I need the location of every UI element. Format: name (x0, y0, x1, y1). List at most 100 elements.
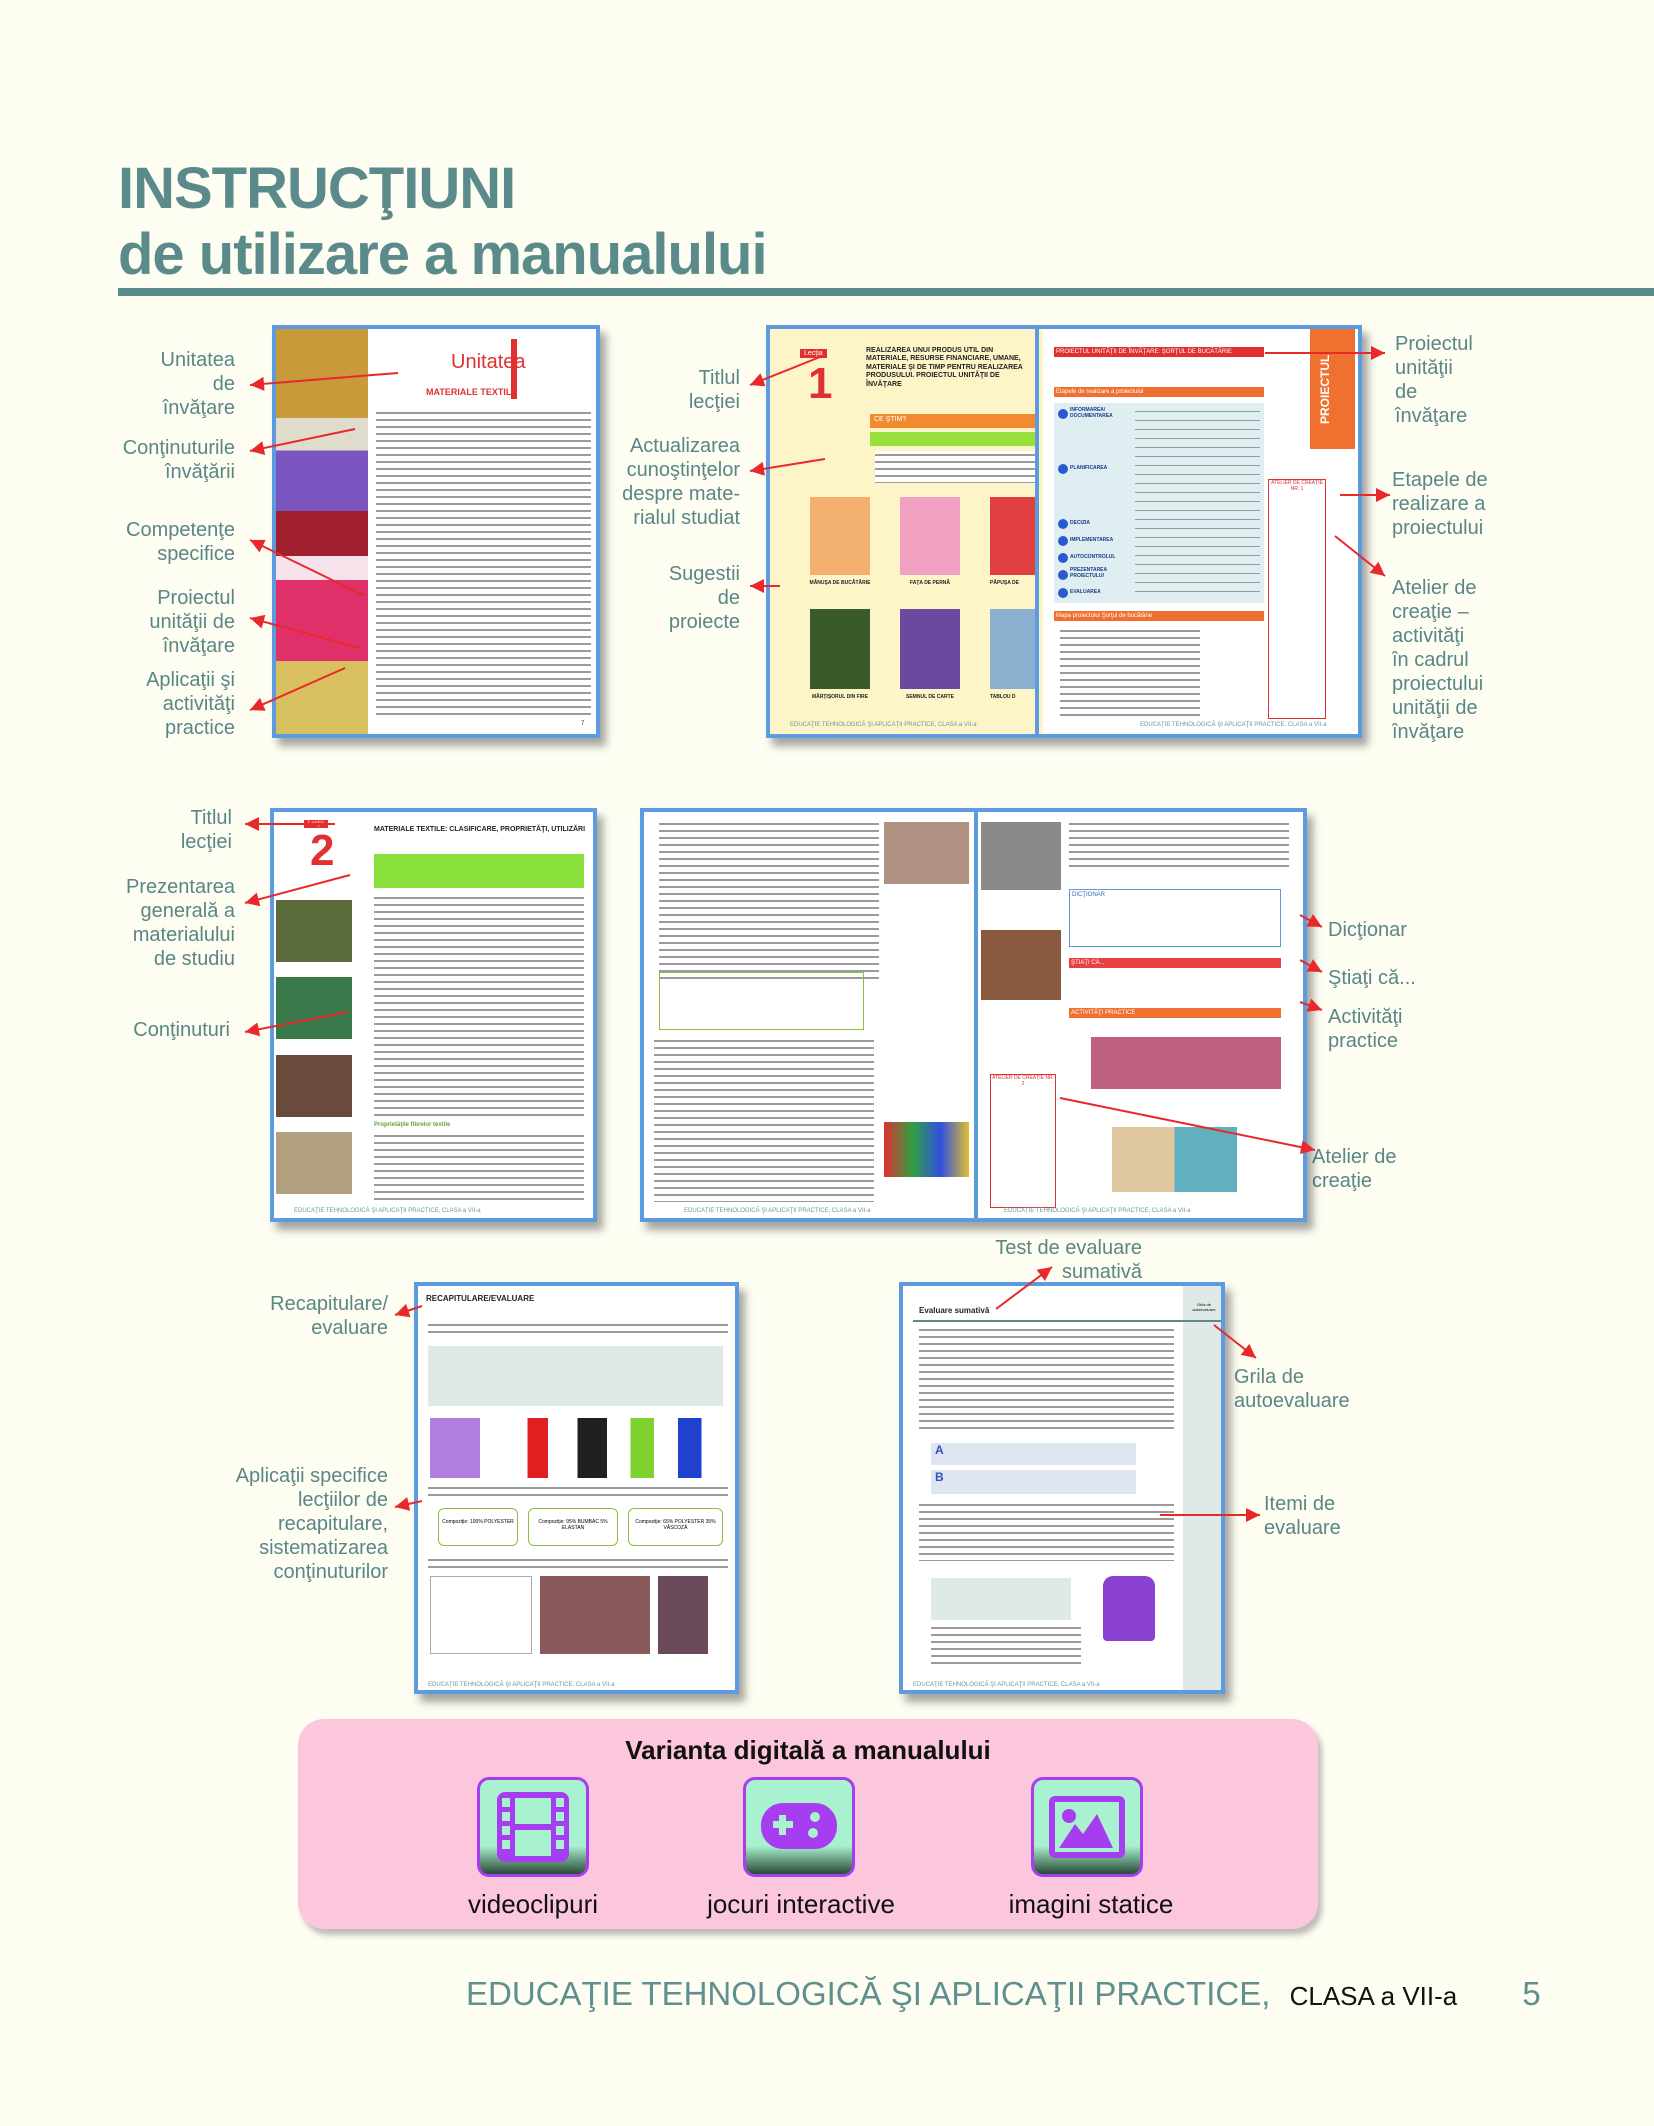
label-aplicatii: Aplicaţii şi activităţi practice (146, 669, 235, 739)
mapa-text (1060, 627, 1200, 717)
recap-text (428, 1321, 728, 1335)
project-photo (810, 609, 870, 689)
project-caption: MĂRŢIŞORUL DIN FIRE (811, 694, 869, 700)
lesson-number: 2 (310, 826, 335, 875)
evaluare-text (919, 1326, 1174, 1431)
label-prezentarea: Prezentarea generală a materialului de s… (126, 876, 235, 970)
unit-subtitle: MATERIALE TEXTILE (426, 387, 518, 397)
footer-class: CLASA a VII-a (1289, 1981, 1458, 2011)
footer-subject: EDUCAŢIE TEHNOLOGICĂ ŞI APLICAŢII PRACTI… (466, 1975, 1271, 2012)
step-label: PREZENTAREA PROIECTULUI (1070, 567, 1107, 579)
arrowhead-icon (1240, 1343, 1256, 1358)
arrowhead-icon (395, 1497, 411, 1511)
page-evaluare: Grila de autoevaluare Evaluare sumativă … (899, 1282, 1225, 1694)
digital-title: Varianta digitală a manualului (625, 1735, 991, 1765)
arrowhead-icon (250, 697, 266, 711)
label-proiectul-left: Proiectul unităţii de învăţare (149, 587, 235, 657)
title-rule (118, 288, 1654, 296)
step-label: PLANIFICAREA (1070, 465, 1108, 471)
grila-heading: Grila de autoevaluare (1192, 1302, 1216, 1312)
dictionar-box: DICŢIONAR (1069, 889, 1281, 947)
ce-stim-bar: CE ŞTIM? (870, 414, 1035, 428)
weaving-photo (981, 930, 1061, 1000)
silkworm-photo (884, 822, 969, 884)
gamepad-icon[interactable] (743, 1777, 855, 1877)
evaluare-text (919, 1501, 1174, 1561)
box-b: B (931, 1470, 1136, 1494)
lesson-badge: Lecţia (800, 349, 827, 358)
composition-label: Compoziţie: 100% POLYESTER (438, 1508, 518, 1546)
label-sugestii: Sugestii de proiecte (668, 563, 740, 633)
digital-label-jocuri[interactable]: jocuri interactive (707, 1889, 895, 1919)
callout-arrow (249, 372, 399, 386)
project-caption: FAŢA DE PERNĂ (909, 580, 951, 586)
page-11-12-spread: DICŢIONAR ŞTIAŢI CĂ... ACTIVITĂŢI PRACTI… (640, 808, 1307, 1222)
spinning-photo (981, 822, 1061, 890)
callout-arrow (244, 1011, 349, 1033)
label-itemi: Itemi de evaluare (1264, 1493, 1341, 1539)
callout-arrow (249, 539, 366, 597)
arrowhead-icon (1376, 488, 1390, 502)
image-icon[interactable] (1031, 1777, 1143, 1877)
step-label: DECIZIA (1070, 520, 1090, 526)
step-label: AUTOCONTROLUL (1070, 554, 1116, 560)
box-a: A (931, 1443, 1136, 1465)
cotton-photo (276, 900, 352, 962)
label-grila: Grila de autoevaluare (1234, 1366, 1350, 1412)
lesson-text (374, 1132, 584, 1202)
step-label: INFORMAREA/ DOCUMENTAREA (1070, 407, 1113, 419)
label-atelier1: Atelier de creaţie – activităţi în cadru… (1392, 577, 1484, 743)
arrowhead-icon (1299, 1140, 1315, 1155)
page-footer: EDUCAŢIE TEHNOLOGICĂ ŞI APLICAŢII PRACTI… (684, 1208, 871, 1214)
step-label: EVALUAREA (1070, 589, 1101, 595)
project-caption: TABLOU D (990, 694, 1016, 700)
arrowhead-icon (1246, 1508, 1260, 1522)
page11-text (654, 1037, 874, 1202)
mask-sketch (430, 1576, 532, 1654)
mapa-bar: Mapa proiectului Şorţul de bucătărie (1054, 611, 1264, 621)
label-continuturi: Conţinuturi (133, 1019, 230, 1041)
unit-number-bar (511, 339, 517, 399)
composition-label: Compoziţie: 95% BUMBAC 5% ELASTAN (528, 1508, 618, 1546)
arrowhead-icon (1306, 998, 1322, 1012)
arrowhead-icon (1036, 1267, 1052, 1281)
arrowhead-icon (1306, 914, 1322, 927)
label-atelier2: Atelier de creaţie (1312, 1146, 1397, 1192)
arrowhead-icon (1306, 959, 1322, 972)
project-caption: SEMNUL DE CARTE (906, 694, 954, 700)
page-footer: EDUCAŢIE TEHNOLOGICĂ ŞI APLICAŢII PRACTI… (913, 1682, 1100, 1688)
page-footer: EDUCAŢIE TEHNOLOGICĂ ŞI APLICAŢII PRACTI… (790, 722, 977, 728)
arrowhead-icon (395, 1303, 411, 1318)
digital-label-imagini[interactable]: imagini statice (1008, 1889, 1174, 1919)
label-test: Test de evaluare sumativă (995, 1237, 1142, 1283)
film-icon[interactable] (477, 1777, 589, 1877)
label-aplicatii-specifice: Aplicaţii specifice lecţiilor de recapit… (235, 1465, 388, 1583)
project-caption: MĂNUŞA DE BUCĂTĂRIE (809, 580, 871, 586)
recap-text (428, 1484, 728, 1498)
stiati-bar: ŞTIAŢI CĂ... (1069, 958, 1281, 968)
green-highlight (870, 432, 1035, 446)
project-photo (810, 497, 870, 575)
page-number: 7 (581, 721, 585, 727)
callout-arrow (249, 667, 346, 711)
digital-label-videoclipuri[interactable]: videoclipuri (467, 1889, 599, 1919)
arrowhead-icon (250, 441, 266, 455)
etape-bar: Etapele de realizare a proiectului (1054, 387, 1264, 397)
arrowhead-icon (250, 614, 266, 629)
arrowhead-icon (750, 373, 766, 387)
arrowhead-icon (250, 539, 266, 553)
atelier-box: ATELIER DE CREAŢIE NR. 2 (990, 1074, 1056, 1208)
step-number-icon (1058, 409, 1068, 419)
workshop-photo (658, 1576, 708, 1654)
callout-arrow (244, 874, 351, 904)
lesson-title: REALIZAREA UNUI PRODUS UTIL DIN MATERIAL… (866, 347, 1023, 388)
subhead: Proprietăţile fibrelor textile (374, 1122, 451, 1128)
page-footer: EDUCAŢIE TEHNOLOGICĂ ŞI APLICAŢII PRACTI… (1140, 722, 1327, 728)
page-footer: EDUCAŢIE TEHNOLOGICĂ ŞI APLICAŢII PRACTI… (428, 1682, 615, 1688)
steps-description-text (1135, 407, 1260, 599)
label-recapitulare: Recapitulare/ evaluare (270, 1293, 388, 1339)
arrowhead-icon (245, 892, 261, 907)
arrowhead-icon (245, 817, 259, 831)
digital-version-panel: Varianta digitală a manualului videoclip… (298, 1719, 1318, 1929)
